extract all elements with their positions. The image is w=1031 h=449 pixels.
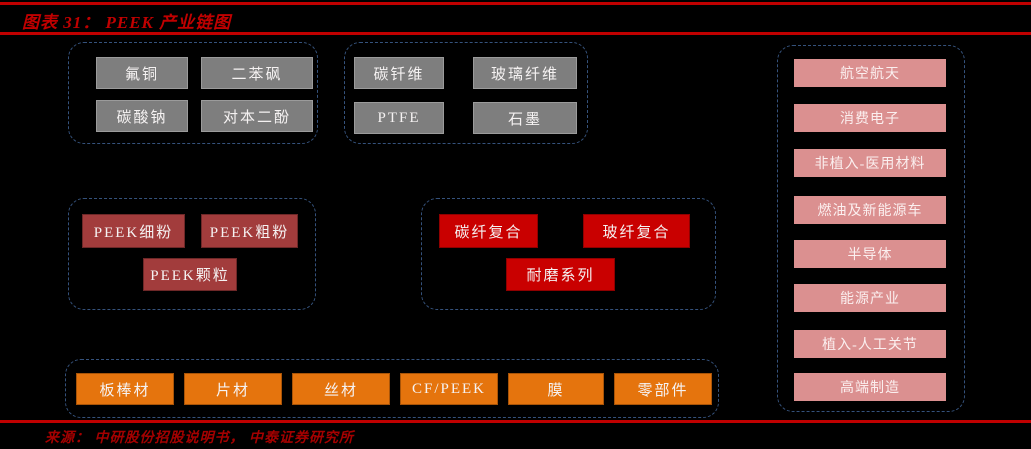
group-fillers: 碳钎维 玻璃纤维 PTFE 石墨 [344,42,588,144]
group-products: 板棒材 片材 丝材 CF/PEEK 膜 零部件 [65,359,719,418]
node-carbon-fiber: 碳钎维 [354,57,444,89]
node-implant-artificial-joint: 植入-人工关节 [794,330,946,358]
node-film: 膜 [508,373,604,405]
node-wear-resistant-series: 耐磨系列 [506,258,615,291]
node-peek-coarse-powder: PEEK粗粉 [201,214,298,248]
node-plate-rod: 板棒材 [76,373,174,405]
node-fuel-new-energy-vehicle: 燃油及新能源车 [794,196,946,224]
group-raw-chemicals: 氟铜 二苯砜 碳酸钠 对本二酚 [68,42,318,144]
node-sheet: 片材 [184,373,282,405]
node-graphite: 石墨 [473,102,577,134]
node-non-implant-medical: 非植入-医用材料 [794,149,946,177]
node-sodium-carbonate: 碳酸钠 [96,100,188,132]
node-peek-granules: PEEK颗粒 [143,258,237,291]
bottom-rule [0,420,1031,423]
node-glass-fiber: 玻璃纤维 [473,57,577,89]
node-gf-composite: 玻纤复合 [583,214,690,248]
node-consumer-electronics: 消费电子 [794,104,946,132]
group-composites: 碳纤复合 玻纤复合 耐磨系列 [421,198,716,310]
node-energy-industry: 能源产业 [794,284,946,312]
node-diphenyl-sulfone: 二苯砜 [201,57,313,89]
node-ptfe: PTFE [354,102,444,134]
node-semiconductor: 半导体 [794,240,946,268]
node-filament: 丝材 [292,373,390,405]
node-fluoroketone: 氟铜 [96,57,188,89]
node-cf-peek: CF/PEEK [400,373,498,405]
node-high-end-manufacturing: 高端制造 [794,373,946,401]
source-note: 来源： 中研股份招股说明书， 中泰证券研究所 [45,431,354,446]
group-peek-resin: PEEK细粉 PEEK粗粉 PEEK颗粒 [68,198,316,310]
figure-title: 图表 31： PEEK 产业链图 [22,13,232,32]
node-cf-composite: 碳纤复合 [439,214,538,248]
node-peek-fine-powder: PEEK细粉 [82,214,185,248]
top-rule [0,2,1031,5]
node-aerospace: 航空航天 [794,59,946,87]
node-parts: 零部件 [614,373,712,405]
group-applications: 航空航天 消费电子 非植入-医用材料 燃油及新能源车 半导体 能源产业 植入-人… [777,45,965,412]
node-hydroquinone: 对本二酚 [201,100,313,132]
title-rule [0,32,1031,35]
